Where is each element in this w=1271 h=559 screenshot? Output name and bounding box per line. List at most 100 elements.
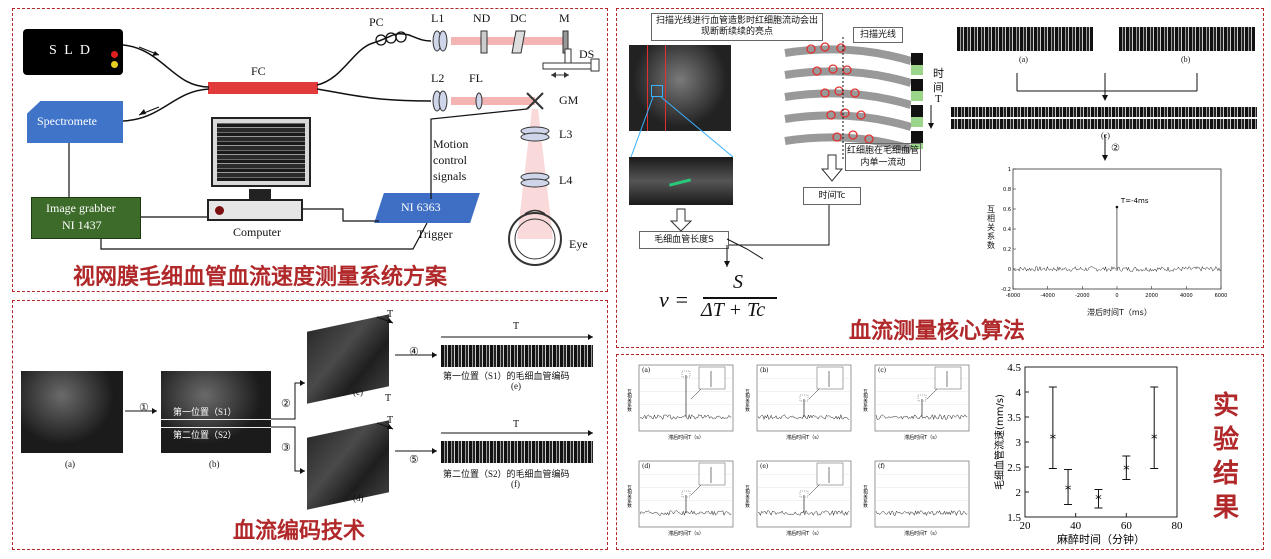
mini-series-line <box>757 413 850 421</box>
mini-ylabel: 互相关系数 <box>863 389 868 413</box>
formula-den: ΔT + Tc <box>701 299 766 321</box>
corr-ytick-label: 1 <box>1008 167 1011 173</box>
mini-series-line <box>639 510 732 517</box>
mini-xlabel: 滞后时间T（s） <box>668 530 704 537</box>
mini-ylabel: 互相关系数 <box>627 389 632 413</box>
s1-line <box>161 419 271 420</box>
nd-label: ND <box>473 11 491 25</box>
l2-label: L2 <box>431 71 445 85</box>
m-label: M <box>559 11 570 25</box>
computer-base <box>207 199 303 221</box>
step2-label-p3: ② <box>1111 143 1120 154</box>
mini-zoom-box <box>917 394 927 402</box>
mini-zoom-box <box>681 370 691 378</box>
corr-xtick-label: 4000 <box>1180 293 1193 299</box>
code-strip-c2 <box>951 119 1257 129</box>
tc-box: 时间Tc <box>803 187 861 205</box>
corr-xtick-label: 6000 <box>1215 293 1228 299</box>
scatter-ytick-label: 4 <box>1016 387 1022 399</box>
l4-label: L4 <box>559 173 573 187</box>
mini-zoom-box <box>799 394 809 402</box>
strip-cap-b: (b) <box>1181 55 1191 64</box>
scatter-point: * <box>1050 433 1057 448</box>
step3-label: ③ <box>281 442 291 454</box>
mini-xlabel: 滞后时间T（s） <box>904 434 940 441</box>
corr-ytick-label: 0.6 <box>1003 207 1011 213</box>
motion-label-2: control <box>433 153 467 167</box>
time-label-3: T <box>935 93 942 105</box>
fc-label: FC <box>251 64 266 78</box>
step5-label: ⑤ <box>409 454 419 466</box>
panel4-title-3: 结 <box>1213 459 1240 489</box>
angiogram-red-line-1 <box>647 45 648 131</box>
note-box: 扫描光线进行血管造影时红细胞流动会出现断断续续的亮点 <box>651 13 823 41</box>
rbc-text: 红细胞在毛细血管内单一流动 <box>847 146 920 168</box>
scatter-point: * <box>1151 433 1158 448</box>
corr-series-line <box>1012 265 1222 273</box>
corr-xtick-label: 0 <box>1115 293 1118 299</box>
computer-stand <box>249 189 271 199</box>
scatter-point: * <box>1123 464 1130 479</box>
encoding-s2 <box>441 441 593 463</box>
roi-box <box>651 85 663 97</box>
mini-zoom-box <box>681 490 691 498</box>
mini-inset-pointer <box>808 388 820 400</box>
step4-label: ④ <box>409 346 419 358</box>
scan-line-box: 扫描光线 <box>853 27 903 43</box>
formula-bar <box>703 297 777 299</box>
system-scheme-panel: S L D Spectromete Image grabber NI 1437 … <box>12 8 608 292</box>
panel1-title: 视网膜毛细血管血流速度测量系统方案 <box>73 265 448 290</box>
strip-cap-c: (c) <box>1101 131 1110 140</box>
mini-caption: (a) <box>642 367 650 374</box>
t-label-c: T <box>387 309 394 320</box>
corr-xtick-label: -6000 <box>1006 293 1021 299</box>
corr-ylabel: 互相关系数 <box>987 205 995 250</box>
mini-series-line <box>875 509 968 517</box>
scatter-ytick-label: 2 <box>1016 487 1022 499</box>
spectrometer-box: Spectromete <box>27 101 123 143</box>
fiber-coupler <box>208 82 318 94</box>
mini-caption: (d) <box>642 463 651 470</box>
mini-caption: (c) <box>878 367 886 374</box>
dc-label: DC <box>510 11 527 25</box>
fl-label: FL <box>469 71 484 85</box>
optical-layout <box>68 30 600 266</box>
corr-xtick-label: 2000 <box>1145 293 1158 299</box>
mini-chart-grid: (a) 互相关系数滞后时间T（s） (b)互相关系数滞后时间T（s） (c) 互相关系数… <box>625 359 985 547</box>
mini-series-line <box>639 413 732 421</box>
enc1-label: 第一位置（S1）的毛细血管编码 <box>443 371 570 381</box>
scatter-axes-frame <box>1024 366 1178 518</box>
mini-inset-pointer <box>690 484 702 496</box>
t-label-d: T <box>387 415 394 426</box>
pos2-label: 第二位置（S2） <box>173 430 237 440</box>
spectrometer-label: Spectromete <box>37 114 97 128</box>
tc-text: 时间Tc <box>818 191 846 201</box>
corr-peak-point <box>1115 205 1119 209</box>
mini-inset <box>816 462 844 486</box>
corr-xlabel: 滞后时间T（ms） <box>1087 308 1152 317</box>
caption-c: (c) <box>353 387 363 397</box>
panel3-title: 血流测量核心算法 <box>849 319 1026 344</box>
scatter-xtick-label: 80 <box>1172 520 1184 532</box>
sld-led-red <box>111 51 118 58</box>
computer-monitor <box>211 117 311 187</box>
mini-ylabel: 互相关系数 <box>745 389 750 413</box>
scatter-ytick-label: 1.5 <box>1007 512 1021 524</box>
coding-arrows <box>125 316 593 474</box>
motion-label-3: signals <box>433 169 467 183</box>
mini-inset <box>698 366 726 390</box>
image-grabber-box: Image grabber NI 1437 <box>31 197 141 239</box>
t-label-mid: T <box>385 393 392 404</box>
mini-caption: (f) <box>878 463 885 470</box>
code-strip-c1 <box>951 107 1257 117</box>
scatter-ytick-label: 2.5 <box>1007 462 1021 474</box>
scatter-point: * <box>1065 484 1072 499</box>
note-text: 扫描光线进行血管造影时红细胞流动会出现断断续续的亮点 <box>655 16 818 37</box>
scatter-ytick-label: 3 <box>1016 437 1022 449</box>
